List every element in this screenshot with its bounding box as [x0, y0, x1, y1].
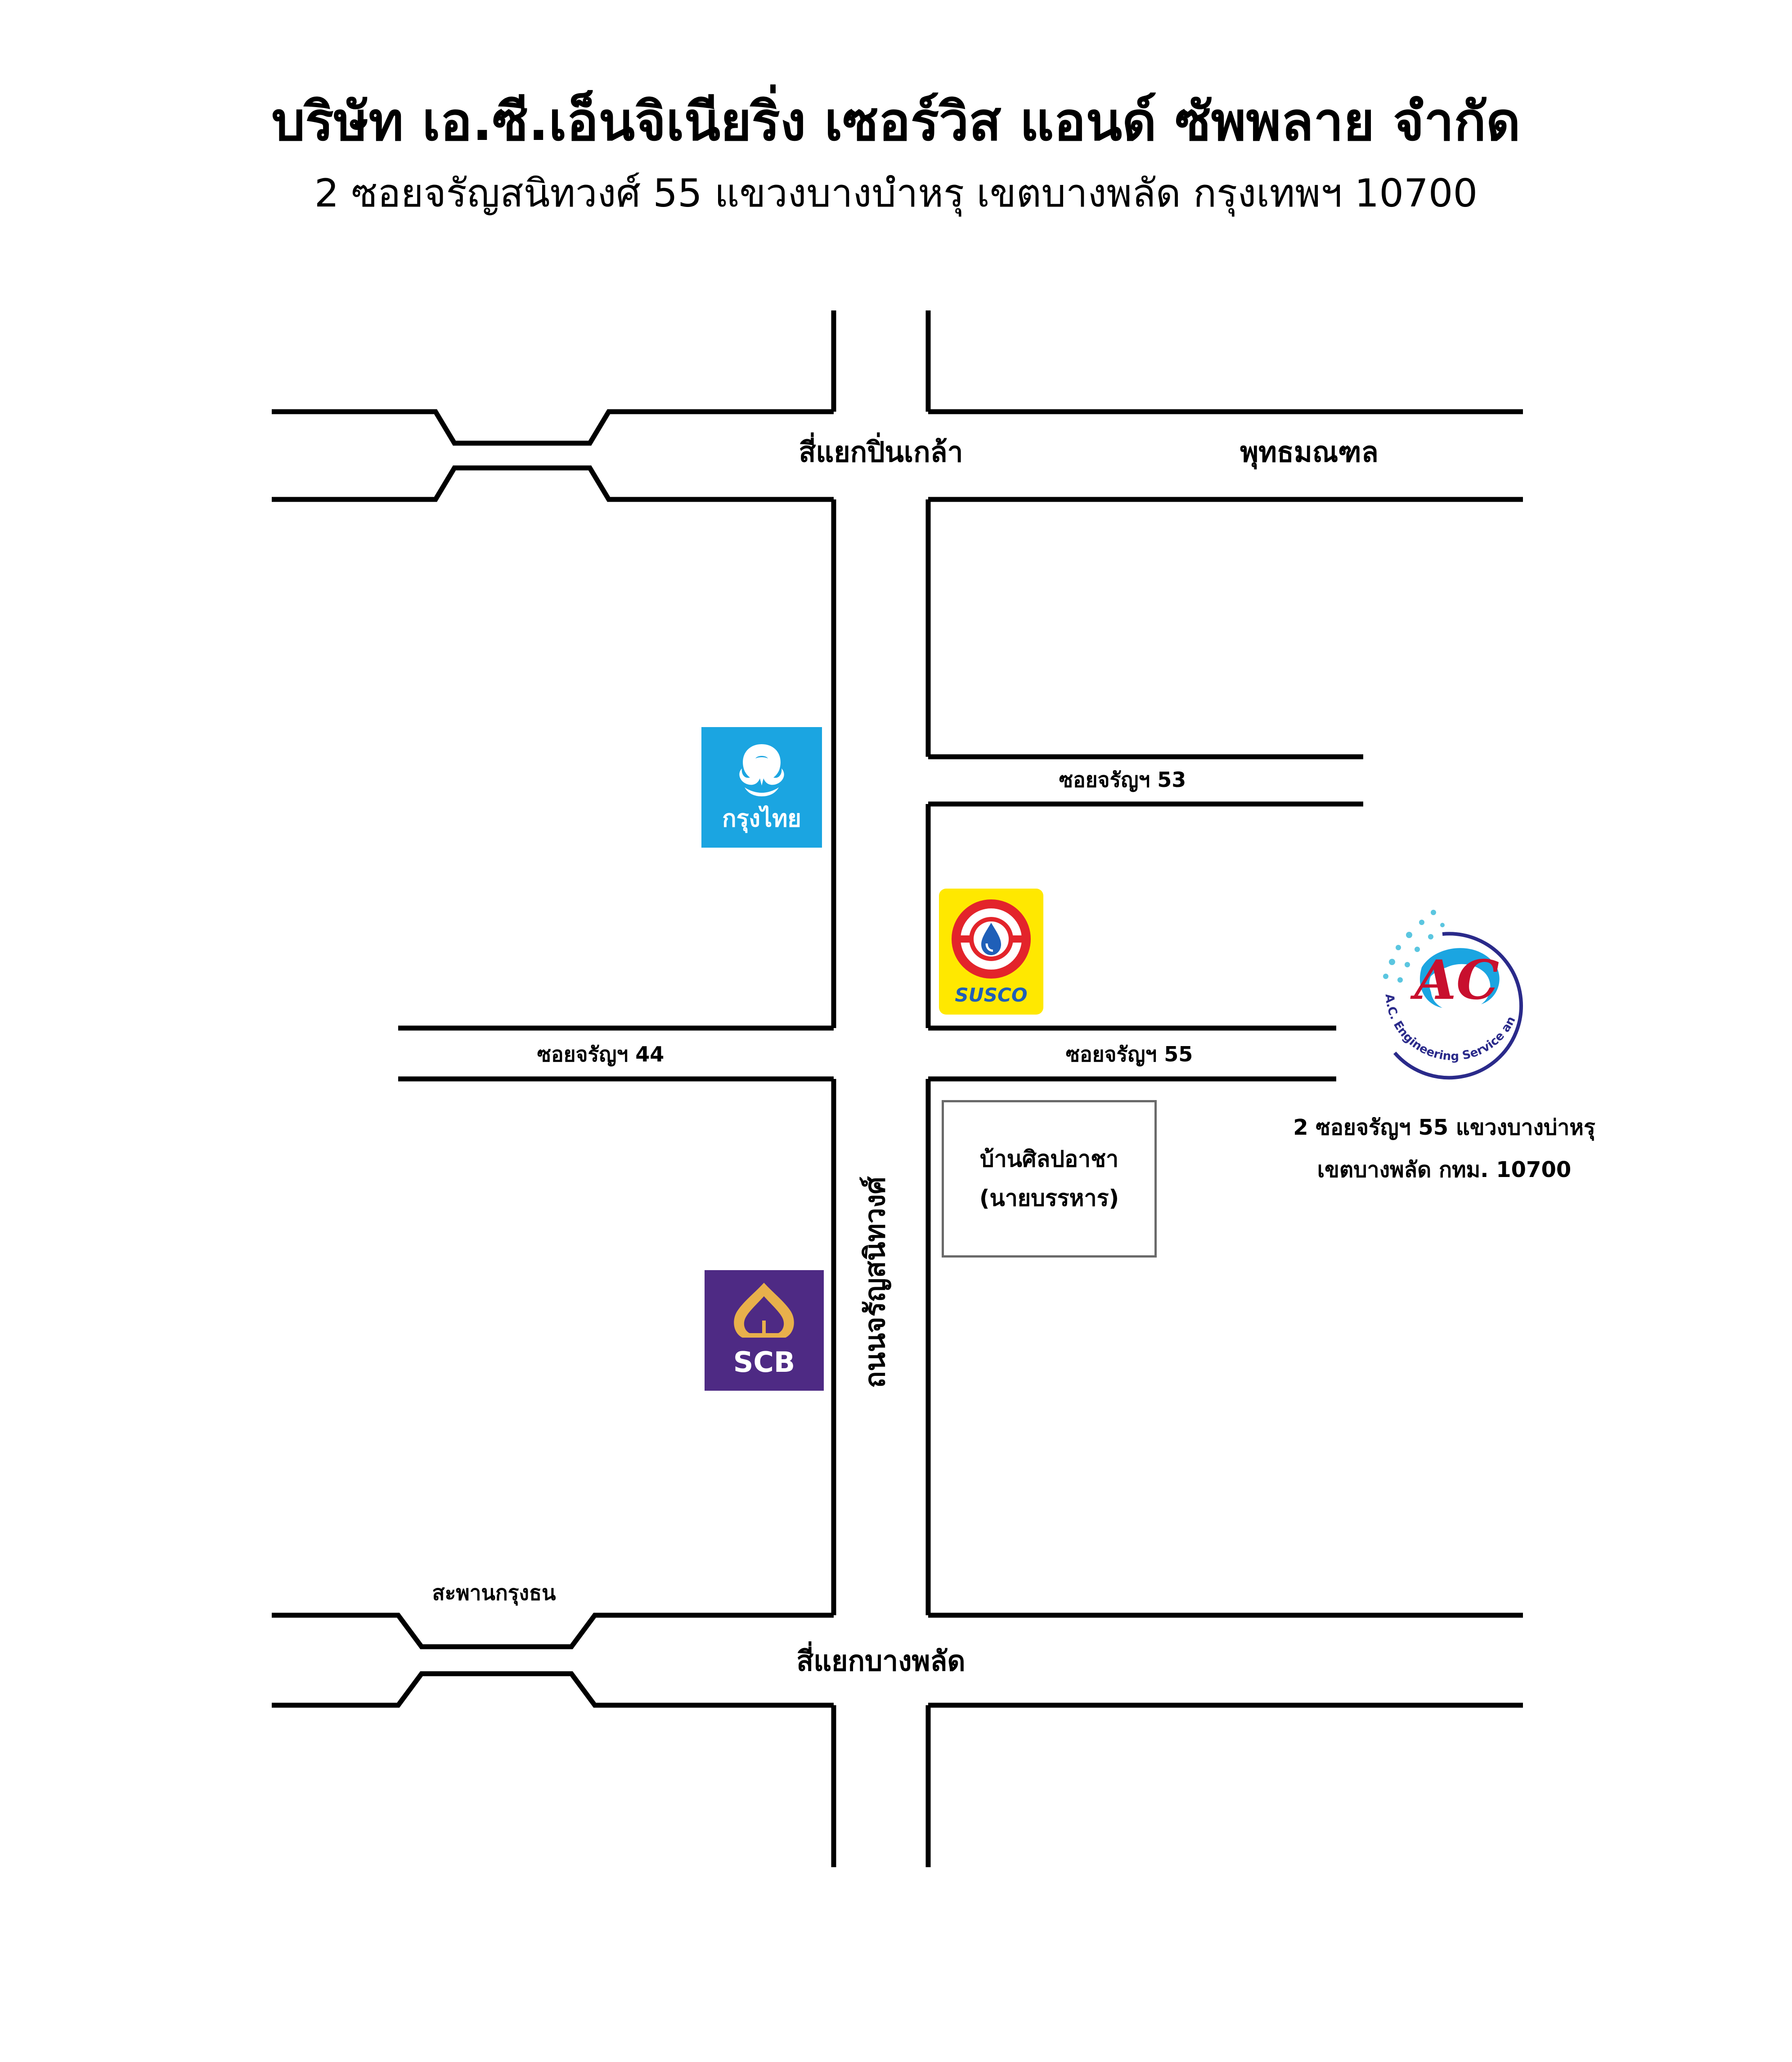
ac-monogram: AC [1410, 948, 1500, 1012]
oil-drop-icon [952, 899, 1031, 979]
soi-44-label: ซอยจรัญฯ 44 [537, 1042, 665, 1066]
soi-55-label: ซอยจรัญฯ 55 [1065, 1042, 1193, 1066]
company-name: บริษัท เอ.ซี.เอ็นจิเนียริ่ง เซอร์วิส แอน… [271, 90, 1521, 153]
bangphlat-top-edge [272, 1613, 1523, 1649]
company-address: 2 ซอยจรัญสนิทวงศ์ 55 แขวงบางบำหรุ เขตบาง… [314, 171, 1478, 216]
main-road-label: ถนนจรัญสนิทวงศ์ [858, 1176, 891, 1388]
landmark-name: บ้านศิลปอาชา [979, 1146, 1119, 1172]
bangphlat-bottom-edge [272, 1671, 1523, 1708]
destination-address: 2 ซอยจรัญฯ 55 แขวงบางบ่าหรุ เขตบางพลัด ก… [1293, 1107, 1595, 1191]
soi-53-edges [928, 754, 1363, 807]
lotus-icon [734, 1283, 794, 1338]
soi-55-edges [928, 1025, 1336, 1082]
destination-address-line2: เขตบางพลัด กทม. 10700 [1317, 1157, 1572, 1182]
garuda-icon [739, 744, 784, 796]
soi-44-edges [398, 1025, 834, 1082]
ac-engineering-logo: AC A.C. Engineering Service and Supply C… [1354, 909, 1552, 1089]
snowflake-icon: AC A.C. Engineering Service and Supply C… [1354, 909, 1523, 1080]
pinklao-bottom-edge [272, 465, 1523, 502]
susco-logo: SUSCO [939, 889, 1043, 1015]
pinklao-top-edge [272, 409, 1523, 446]
bangphlat-intersection-label: สี่แยกบางพลัด [796, 1644, 966, 1677]
soi-53-label: ซอยจรัญฯ 53 [1059, 768, 1186, 792]
pinklao-intersection-label: สี่แยกปิ่นเกล้า [799, 436, 963, 468]
destination-address-line1: 2 ซอยจรัญฯ 55 แขวงบางบ่าหรุ [1293, 1115, 1595, 1140]
susco-text: SUSCO [955, 984, 1028, 1006]
bridge-label: สะพานกรุงธน [432, 1581, 556, 1605]
landmark-owner: (นายบรรหาร) [979, 1185, 1119, 1211]
krungthai-logo: กรุงไทย [701, 727, 822, 848]
phutthamonthon-road-label: พุทธมณฑล [1240, 436, 1379, 468]
krungthai-text: กรุงไทย [722, 805, 801, 832]
scb-text: SCB [733, 1346, 795, 1379]
scb-logo: SCB [705, 1270, 824, 1391]
landmark-box: บ้านศิลปอาชา (นายบรรหาร) [942, 1100, 1157, 1258]
